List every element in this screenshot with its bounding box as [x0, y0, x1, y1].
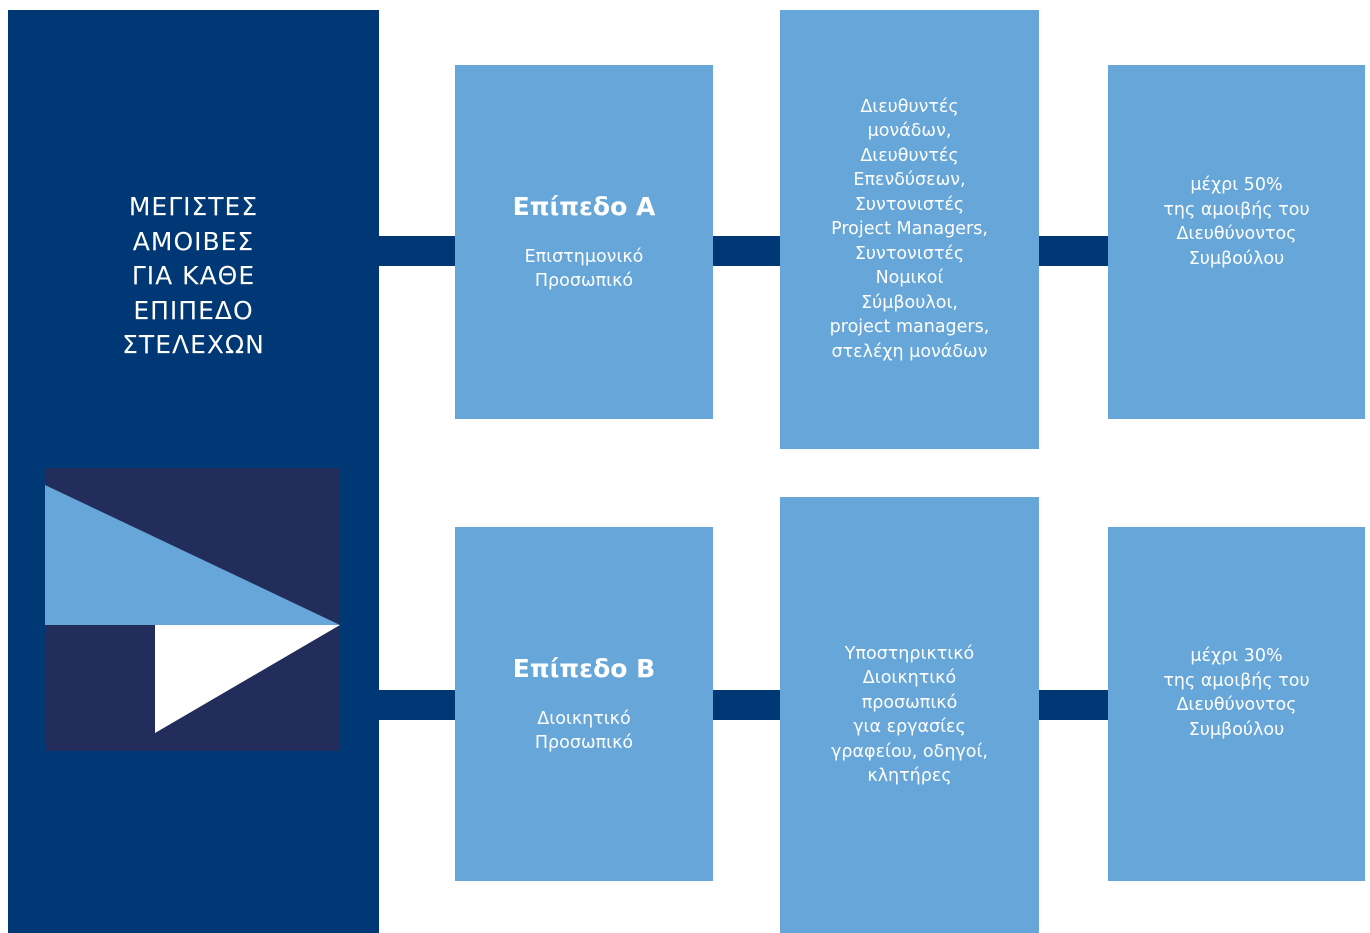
role-line: Project Managers,: [831, 219, 988, 240]
role-line: Διευθυντές: [860, 96, 959, 117]
panel-title-line: ΣΤΕΛΕΧΩΝ: [122, 330, 265, 359]
category-line: Προσωπικό: [534, 271, 634, 291]
role-line: κλητήρες: [867, 766, 952, 786]
role-line: προσωπικό: [861, 692, 958, 713]
roles-b-box: Υποστηρικτικό Διοικητικό προσωπικό για ε…: [780, 497, 1039, 933]
connector-a-1: [379, 236, 455, 266]
role-line: για εργασίες: [853, 717, 966, 737]
role-line: Διοικητικό: [862, 668, 957, 688]
role-line: Σύμβουλοι,: [861, 292, 958, 313]
roles-a-box: Διευθυντές μονάδων, Διευθυντές Επενδύσεω…: [780, 10, 1039, 449]
logo-icon: [45, 468, 340, 751]
connector-b-2: [713, 690, 780, 720]
level-b-box: Επίπεδο Β Διοικητικό Προσωπικό: [455, 527, 713, 881]
limit-line: μέχρι 50%: [1190, 175, 1283, 195]
role-line: μονάδων,: [867, 121, 952, 142]
role-line: Επενδύσεων,: [853, 170, 966, 191]
limit-b-box: μέχρι 30% της αμοιβής του Διευθύνοντος Σ…: [1108, 527, 1365, 881]
connector-b-3: [1039, 690, 1108, 720]
role-line: Συντονιστές: [854, 194, 965, 215]
role-line: Υποστηρικτικό: [844, 643, 975, 664]
category-line: Προσωπικό: [534, 733, 634, 753]
category-line: Διοικητικό: [537, 708, 631, 729]
panel-title-line: ΕΠΙΠΕΔΟ: [133, 295, 254, 325]
level-a-title: Επίπεδο Α: [512, 191, 656, 221]
panel-title-line: ΜΕΓΙΣΤΕΣ: [128, 192, 259, 221]
role-line: Διευθυντές: [860, 145, 959, 166]
limit-a-box: μέχρι 50% της αμοιβής του Διευθύνοντος Σ…: [1108, 65, 1365, 419]
connector-b-1: [379, 690, 455, 720]
connector-a-3: [1039, 236, 1108, 266]
level-a-box: Επίπεδο Α Επιστημονικό Προσωπικό: [455, 65, 713, 419]
limit-line: της αμοιβής του: [1163, 199, 1310, 220]
role-line: project managers,: [829, 317, 990, 338]
limit-line: Συμβούλου: [1188, 719, 1285, 740]
role-line: Νομικοί: [875, 268, 944, 289]
panel-title-line: ΓΙΑ ΚΑΘΕ: [131, 261, 256, 290]
limit-line: Διευθύνοντος: [1176, 695, 1297, 715]
panel-title: ΜΕΓΙΣΤΕΣ ΑΜΟΙΒΕΣ ΓΙΑ ΚΑΘΕ ΕΠΙΠΕΔΟ ΣΤΕΛΕΧ…: [8, 190, 379, 363]
logo-white-triangle: [155, 625, 340, 733]
role-line: στελέχη μονάδων: [831, 341, 988, 362]
limit-line: Συμβούλου: [1188, 248, 1285, 269]
limit-line: της αμοιβής του: [1163, 670, 1310, 691]
role-line: Συντονιστές: [854, 243, 965, 264]
connector-a-2: [713, 236, 780, 266]
header-panel: ΜΕΓΙΣΤΕΣ ΑΜΟΙΒΕΣ ΓΙΑ ΚΑΘΕ ΕΠΙΠΕΔΟ ΣΤΕΛΕΧ…: [8, 10, 379, 933]
role-line: γραφείου, οδηγοί,: [831, 741, 988, 762]
logo-blue-triangle: [45, 485, 340, 625]
limit-line: μέχρι 30%: [1190, 646, 1283, 666]
panel-title-line: ΑΜΟΙΒΕΣ: [132, 226, 255, 256]
limit-line: Διευθύνοντος: [1176, 224, 1297, 244]
category-line: Επιστημονικό: [524, 246, 644, 267]
level-b-title: Επίπεδο Β: [512, 653, 656, 683]
